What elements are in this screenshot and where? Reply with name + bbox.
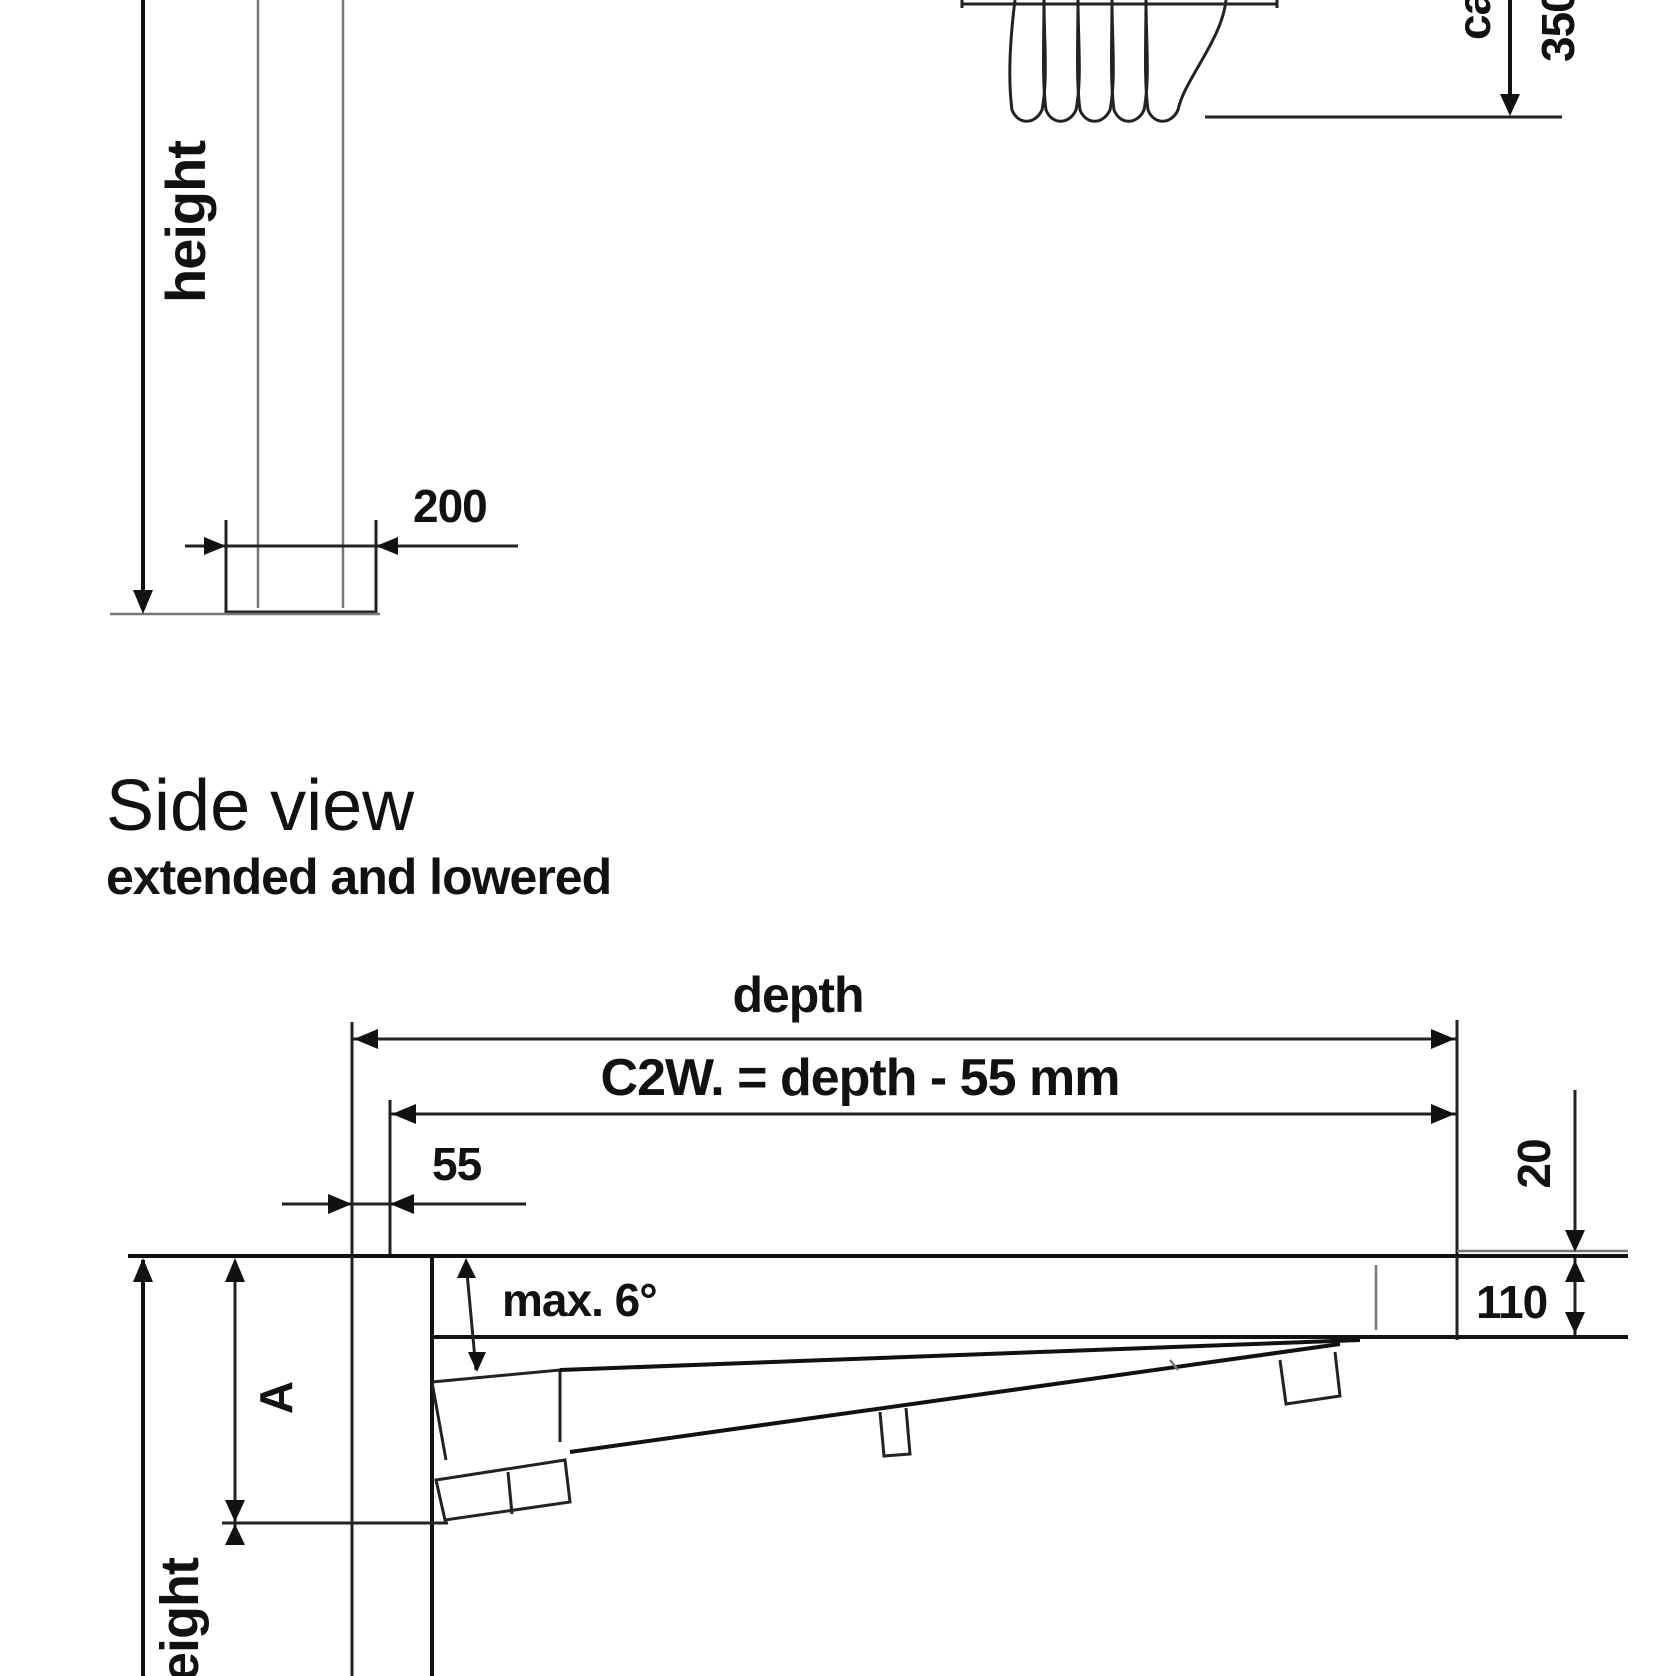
cable-arrow-bottom	[1500, 94, 1520, 116]
offset-dim-label: 55	[432, 1138, 482, 1190]
width-arrow-left	[204, 537, 226, 555]
height-arrow-bottom	[133, 590, 153, 614]
column-foot	[224, 520, 378, 614]
side-view-title: Side view	[106, 766, 415, 846]
depth-arrow-left	[354, 1029, 378, 1049]
tilt-label: max. 6°	[502, 1274, 657, 1326]
front-view: height 200 ca 350	[110, 0, 1584, 616]
offset-arrow-left	[328, 1194, 352, 1214]
panel-dim-label: 110	[1476, 1276, 1547, 1328]
depth-label: depth	[732, 967, 863, 1023]
tilted-frame	[430, 1338, 1361, 1522]
a-arrow-bottom	[225, 1500, 245, 1522]
inner-depth-label: C2W. = depth - 55 mm	[601, 1049, 1120, 1107]
cable-label-partial: ca	[1448, 0, 1500, 40]
top-offset-dim-label: 20	[1508, 1139, 1560, 1188]
side-height-label: height	[150, 1557, 210, 1676]
tilt-arrow-bottom	[468, 1352, 486, 1372]
inner-depth-arrow-left	[392, 1104, 416, 1124]
panel-arrow-top	[1565, 1260, 1585, 1282]
top-offset-arrow	[1565, 1230, 1585, 1252]
tilt-arrow-top	[457, 1258, 476, 1278]
front-height-label: height	[154, 141, 217, 303]
depth-arrow-right	[1431, 1029, 1455, 1049]
a-arrow-top	[225, 1258, 245, 1282]
cable-bundle	[960, 0, 1279, 123]
side-view-subtitle: extended and lowered	[106, 849, 611, 905]
panel-arrow-bottom	[1565, 1312, 1585, 1334]
side-height-arrow-top	[133, 1258, 153, 1282]
inner-depth-arrow-right	[1431, 1104, 1455, 1124]
a-label: A	[250, 1382, 302, 1414]
width-dim-label: 200	[413, 480, 487, 532]
side-view: Side view extended and lowered depth C2W…	[106, 766, 1628, 1676]
a-arrow-bottom-secondary	[225, 1524, 245, 1545]
offset-arrow-right	[390, 1194, 414, 1214]
cable-dim-partial: 350	[1532, 0, 1584, 62]
width-arrow-right	[376, 537, 398, 555]
